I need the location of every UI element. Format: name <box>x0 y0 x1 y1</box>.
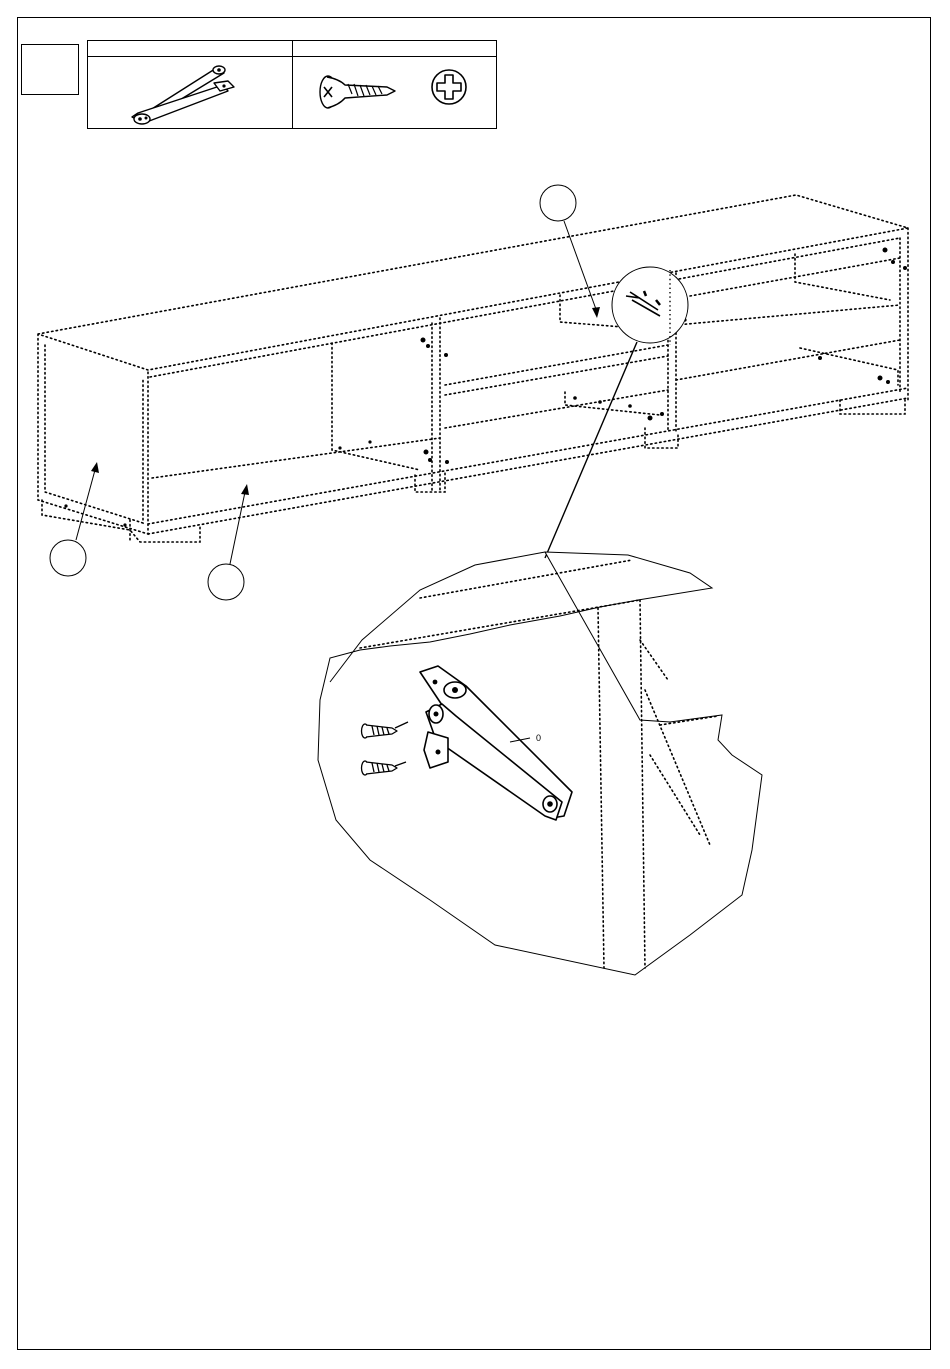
tv-cabinet-outline <box>38 195 908 542</box>
hinge-mark-label: 0 <box>536 733 541 743</box>
detail-view: 0 <box>318 552 762 975</box>
callout-left-marker <box>50 462 99 576</box>
cabinet-hardware-marks <box>64 248 907 527</box>
callout-center-marker <box>208 484 249 600</box>
magnifier-circle <box>545 267 688 558</box>
callout-top-marker <box>540 185 600 318</box>
